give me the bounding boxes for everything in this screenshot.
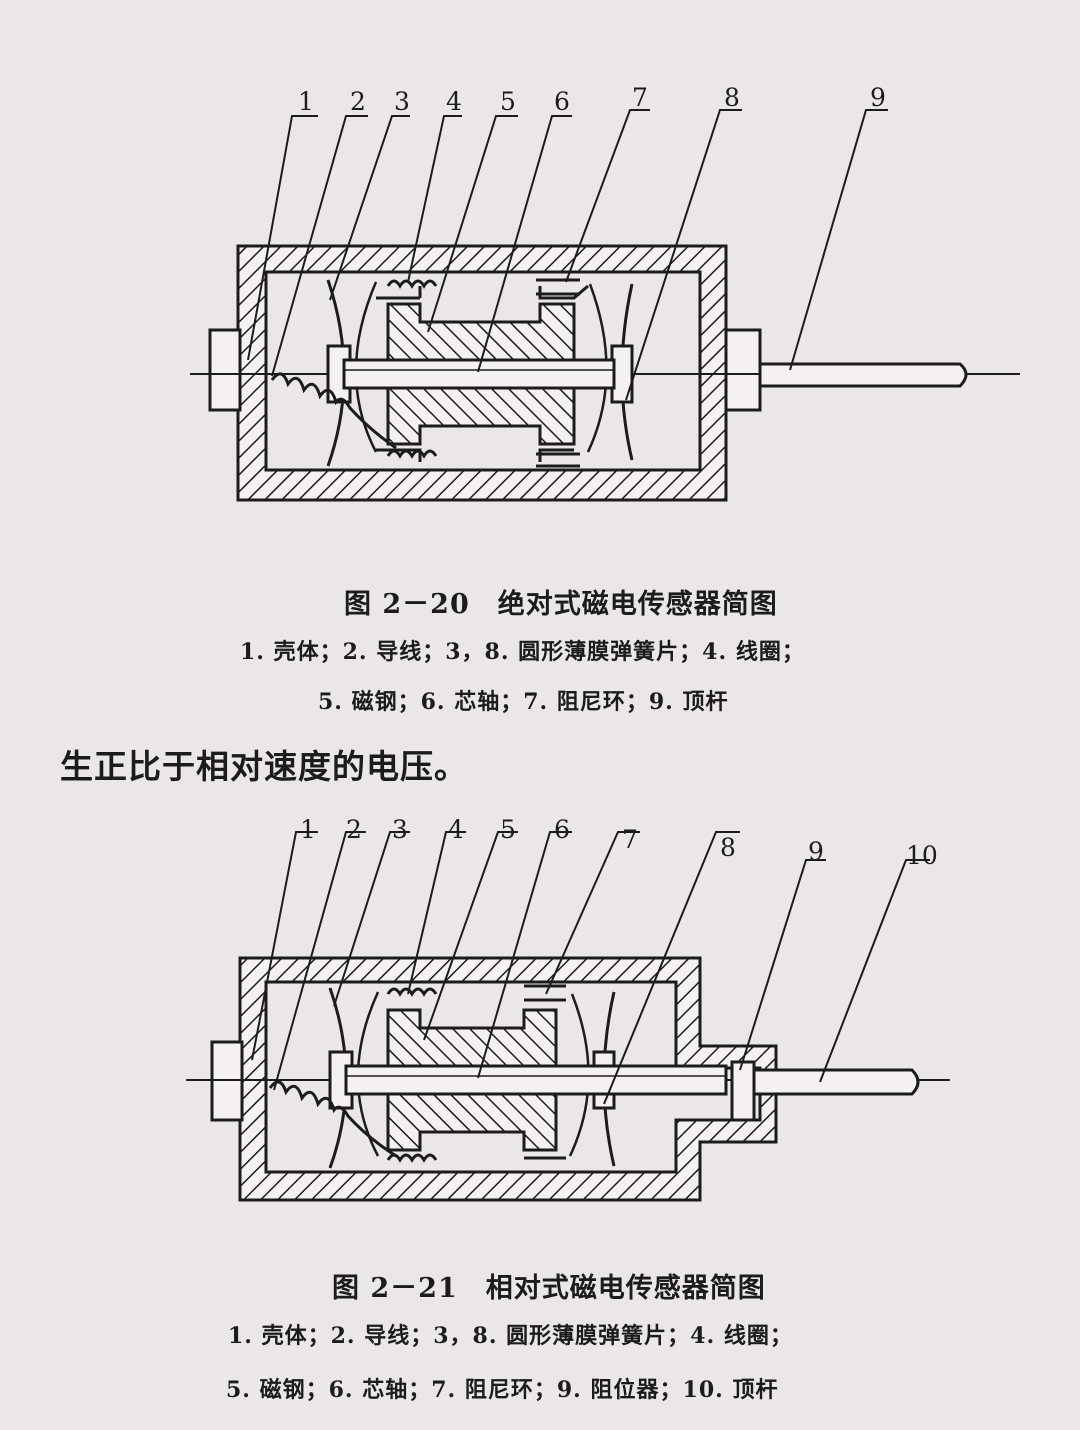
figure-2-21-caption: 图 2－21 相对式磁电传感器简图	[332, 1273, 766, 1304]
figure-2-20-legend-line-1: 1. 壳体；2. 导线；3，8. 圆形薄膜弹簧片；4. 线圈；	[240, 639, 805, 665]
figure-2-21-legend-line-1: 1. 壳体；2. 导线；3，8. 圆形薄膜弹簧片；4. 线圈；	[228, 1323, 793, 1349]
callout-7: 7	[622, 825, 638, 854]
callout-5: 5	[500, 87, 516, 116]
figure-2-20-legend-line-2: 5. 磁钢；6. 芯轴；7. 阻尼环；9. 顶杆	[318, 689, 729, 715]
callout-1: 1	[298, 87, 314, 116]
callout-3: 3	[394, 87, 410, 116]
figure-2-21-legend-line-2: 5. 磁钢；6. 芯轴；7. 阻尼环；9. 阻位器；10. 顶杆	[226, 1377, 779, 1403]
callout-8: 8	[720, 833, 736, 862]
callout-6: 6	[554, 815, 570, 844]
callout-9: 9	[808, 837, 824, 866]
callout-2: 2	[350, 87, 366, 116]
callout-1: 1	[300, 815, 316, 844]
callout-9: 9	[870, 83, 886, 112]
callout-8: 8	[724, 83, 740, 112]
callout-6: 6	[554, 87, 570, 116]
housing	[236, 244, 728, 502]
callout-3: 3	[392, 815, 408, 844]
body-text-line: 生正比于相对速度的电压。	[60, 747, 468, 786]
callout-4: 4	[446, 87, 462, 116]
callout-7: 7	[632, 83, 648, 112]
callout-5: 5	[500, 815, 516, 844]
figure-2-20-caption: 图 2－20 绝对式磁电传感器简图	[344, 589, 778, 620]
figure-2-20-diagram: 1 2 3 4 5 6 7 8 9	[190, 83, 1020, 502]
figure-2-21-diagram: 1 2 3 4 5 6 7 8 9 10	[186, 815, 950, 1202]
callout-2: 2	[346, 815, 362, 844]
callout-4: 4	[448, 815, 464, 844]
callout-10: 10	[906, 841, 938, 870]
